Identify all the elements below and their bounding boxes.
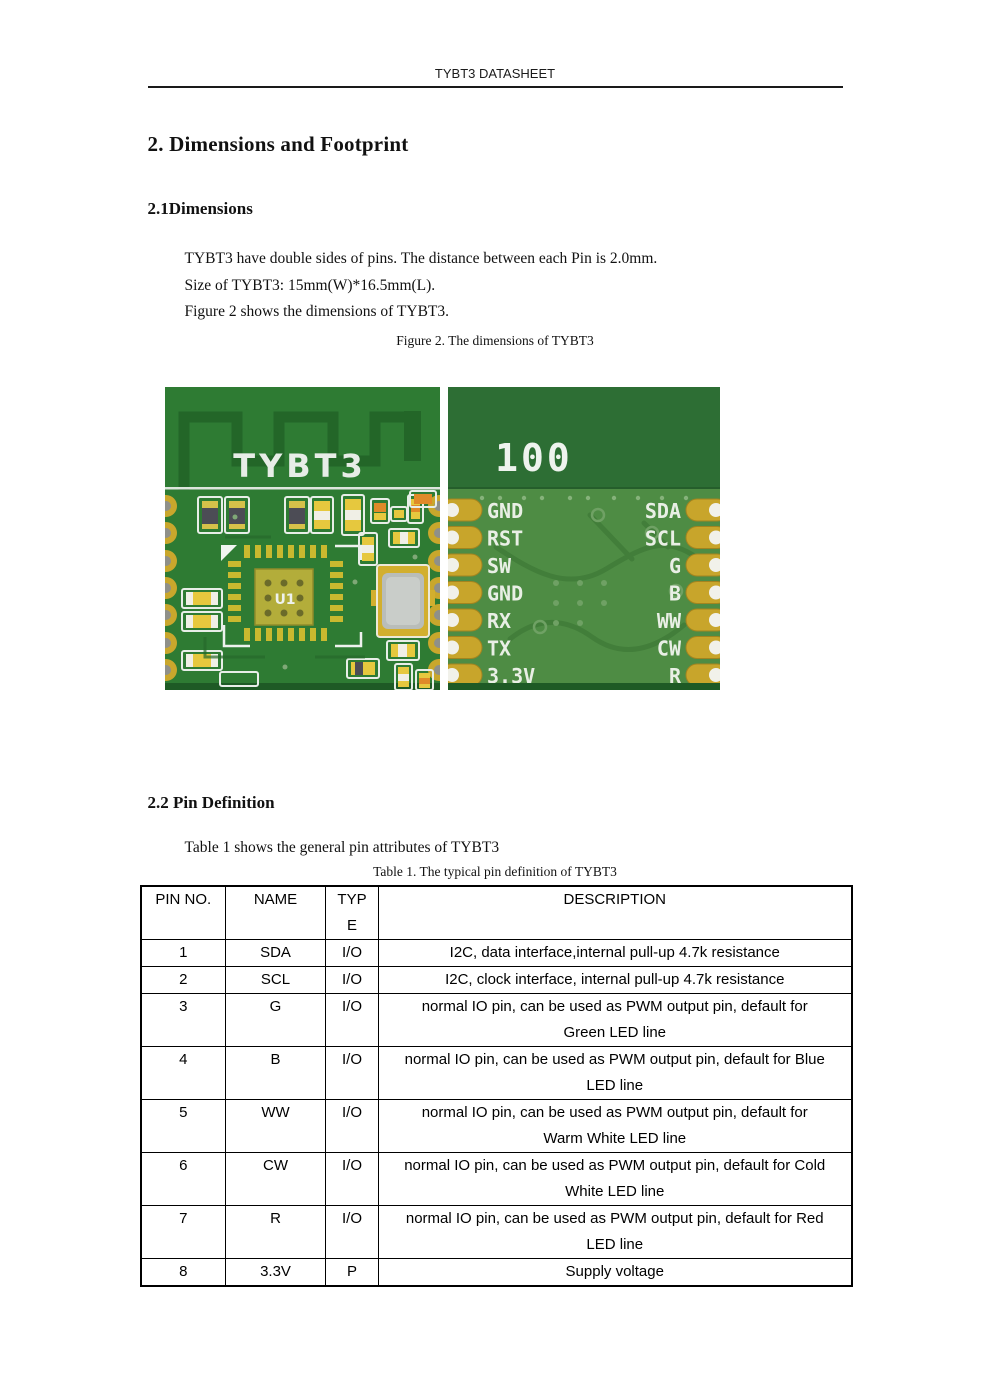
pin-label: TX [487, 636, 511, 660]
pin-label: RST [487, 526, 523, 550]
pin-name-cell: CW [225, 1151, 326, 1206]
back-board-top-band [447, 386, 720, 489]
table-intro: Table 1 shows the general pin attributes… [184, 838, 500, 856]
front-board-label: TYBT3 [233, 447, 366, 485]
front-traces [203, 514, 417, 669]
table-row: 7 R I/O normal IO pin, can be used as PW… [140, 1204, 852, 1259]
figure-2: TYBT3 [164, 386, 843, 690]
table-header-row: PIN NO. NAME TYP E DESCRIPTION [140, 885, 852, 940]
col-header-name: NAME [225, 885, 326, 940]
back-left-pin-labels: GND RST SW GND RX TX 3.3V [487, 499, 535, 688]
pin-no-cell: 2 [140, 965, 226, 994]
dimensions-paragraph: TYBT3 have double sides of pins. The dis… [185, 246, 843, 326]
pin-type-cell: I/O [325, 992, 379, 1047]
pin-label: RX [487, 609, 511, 633]
pin-name-cell: 3.3V [225, 1257, 326, 1286]
pin-type-cell: I/O [325, 938, 379, 967]
pin-name-cell: R [225, 1204, 326, 1259]
table-row: 3 G I/O normal IO pin, can be used as PW… [140, 992, 852, 1047]
pin-label: SW [487, 554, 512, 578]
table-caption: Table 1. The typical pin definition of T… [373, 863, 617, 879]
back-right-pin-labels: SDA SCL G B WW CW R [644, 499, 681, 688]
pin-type-cell: I/O [325, 1098, 379, 1153]
pin-desc-cell: normal IO pin, can be used as PWM output… [378, 1204, 852, 1259]
pcb-back-image: 100 [447, 386, 720, 690]
pin-name-cell: G [225, 992, 326, 1047]
table-row: 8 3.3V P Supply voltage [140, 1257, 852, 1286]
pin-label: SDA [644, 499, 680, 523]
pin-name-cell: SCL [225, 965, 326, 994]
back-traces [479, 495, 695, 652]
page-header: TYBT3 DATASHEET [147, 0, 843, 88]
pin-no-cell: 1 [140, 938, 226, 967]
pin-desc-cell: I2C, clock interface, internal pull-up 4… [378, 965, 852, 994]
pin-desc-cell: Supply voltage [378, 1257, 852, 1286]
page-header-title: TYBT3 DATASHEET [147, 66, 843, 88]
pin-no-cell: 4 [140, 1045, 226, 1100]
pin1-triangle-mark [220, 544, 237, 561]
pin-no-cell: 5 [140, 1098, 226, 1153]
subsection-heading-dimensions: 2.1Dimensions [147, 199, 253, 218]
col-header-pin-no: PIN NO. [140, 885, 226, 940]
pin-type-cell: P [325, 1257, 379, 1286]
pin-label: G [668, 554, 680, 578]
table-row: 5 WW I/O normal IO pin, can be used as P… [140, 1098, 852, 1153]
pin-desc-cell: I2C, data interface,internal pull-up 4.7… [378, 938, 852, 967]
table-row: 6 CW I/O normal IO pin, can be used as P… [140, 1151, 852, 1206]
back-left-pads [447, 498, 482, 686]
col-header-description: DESCRIPTION [378, 885, 852, 940]
pin-name-cell: SDA [225, 938, 326, 967]
antenna-trace [178, 411, 417, 490]
col-header-type-line2: E [346, 916, 357, 934]
table-row: 2 SCL I/O I2C, clock interface, internal… [140, 965, 852, 994]
back-right-pads [685, 498, 720, 686]
table-row: 4 B I/O normal IO pin, can be used as PW… [140, 1045, 852, 1100]
table-row: 1 SDA I/O I2C, data interface,internal p… [140, 938, 852, 967]
pin-desc-cell: normal IO pin, can be used as PWM output… [378, 1045, 852, 1100]
body-line: TYBT3 have double sides of pins. The dis… [184, 250, 658, 267]
section-heading-dimensions-and-footprint: 2. Dimensions and Footprint [147, 132, 409, 156]
pin-type-cell: I/O [325, 1045, 379, 1100]
subsection-heading-pin-definition: 2.2 Pin Definition [147, 792, 275, 812]
col-header-type: TYP E [325, 885, 379, 940]
pin-label: R [668, 664, 681, 688]
pin-label: B [668, 581, 680, 605]
pin-name-cell: WW [225, 1098, 326, 1153]
back-board-label: 100 [495, 436, 573, 480]
ic-label: U1 [274, 592, 295, 608]
pin-label: GND [487, 499, 523, 523]
pin-name-cell: B [225, 1045, 326, 1100]
pin-label: WW [656, 609, 681, 633]
pin-type-cell: I/O [325, 1151, 379, 1206]
pin-type-cell: I/O [325, 1204, 379, 1259]
figure-caption: Figure 2. The dimensions of TYBT3 [396, 332, 594, 348]
pcb-front-image: TYBT3 [164, 386, 440, 690]
pin-type-cell: I/O [325, 965, 379, 994]
col-header-type-line1: TYP [337, 890, 367, 908]
pin-definition-table: PIN NO. NAME TYP E DESCRIPTION 1 SDA I/O… [139, 884, 853, 1287]
pin-no-cell: 8 [140, 1257, 226, 1286]
pin-no-cell: 6 [140, 1151, 226, 1206]
pin-label: CW [656, 636, 681, 660]
ic-u1: U1 [220, 544, 362, 647]
pin-desc-cell: normal IO pin, can be used as PWM output… [378, 1098, 852, 1153]
pin-label: GND [487, 581, 523, 605]
crystal-component [370, 563, 435, 638]
front-left-castellations [164, 494, 177, 681]
pin-no-cell: 3 [140, 992, 226, 1047]
body-line: Size of TYBT3: 15mm(W)*16.5mm(L). [184, 276, 436, 294]
pin-label: SCL [644, 526, 680, 550]
smd-components-top-row [196, 489, 437, 536]
pin-desc-cell: normal IO pin, can be used as PWM output… [378, 1151, 852, 1206]
pin-desc-cell: normal IO pin, can be used as PWM output… [378, 992, 852, 1047]
pin-no-cell: 7 [140, 1204, 226, 1259]
body-line: Figure 2 shows the dimensions of TYBT3. [184, 303, 450, 320]
